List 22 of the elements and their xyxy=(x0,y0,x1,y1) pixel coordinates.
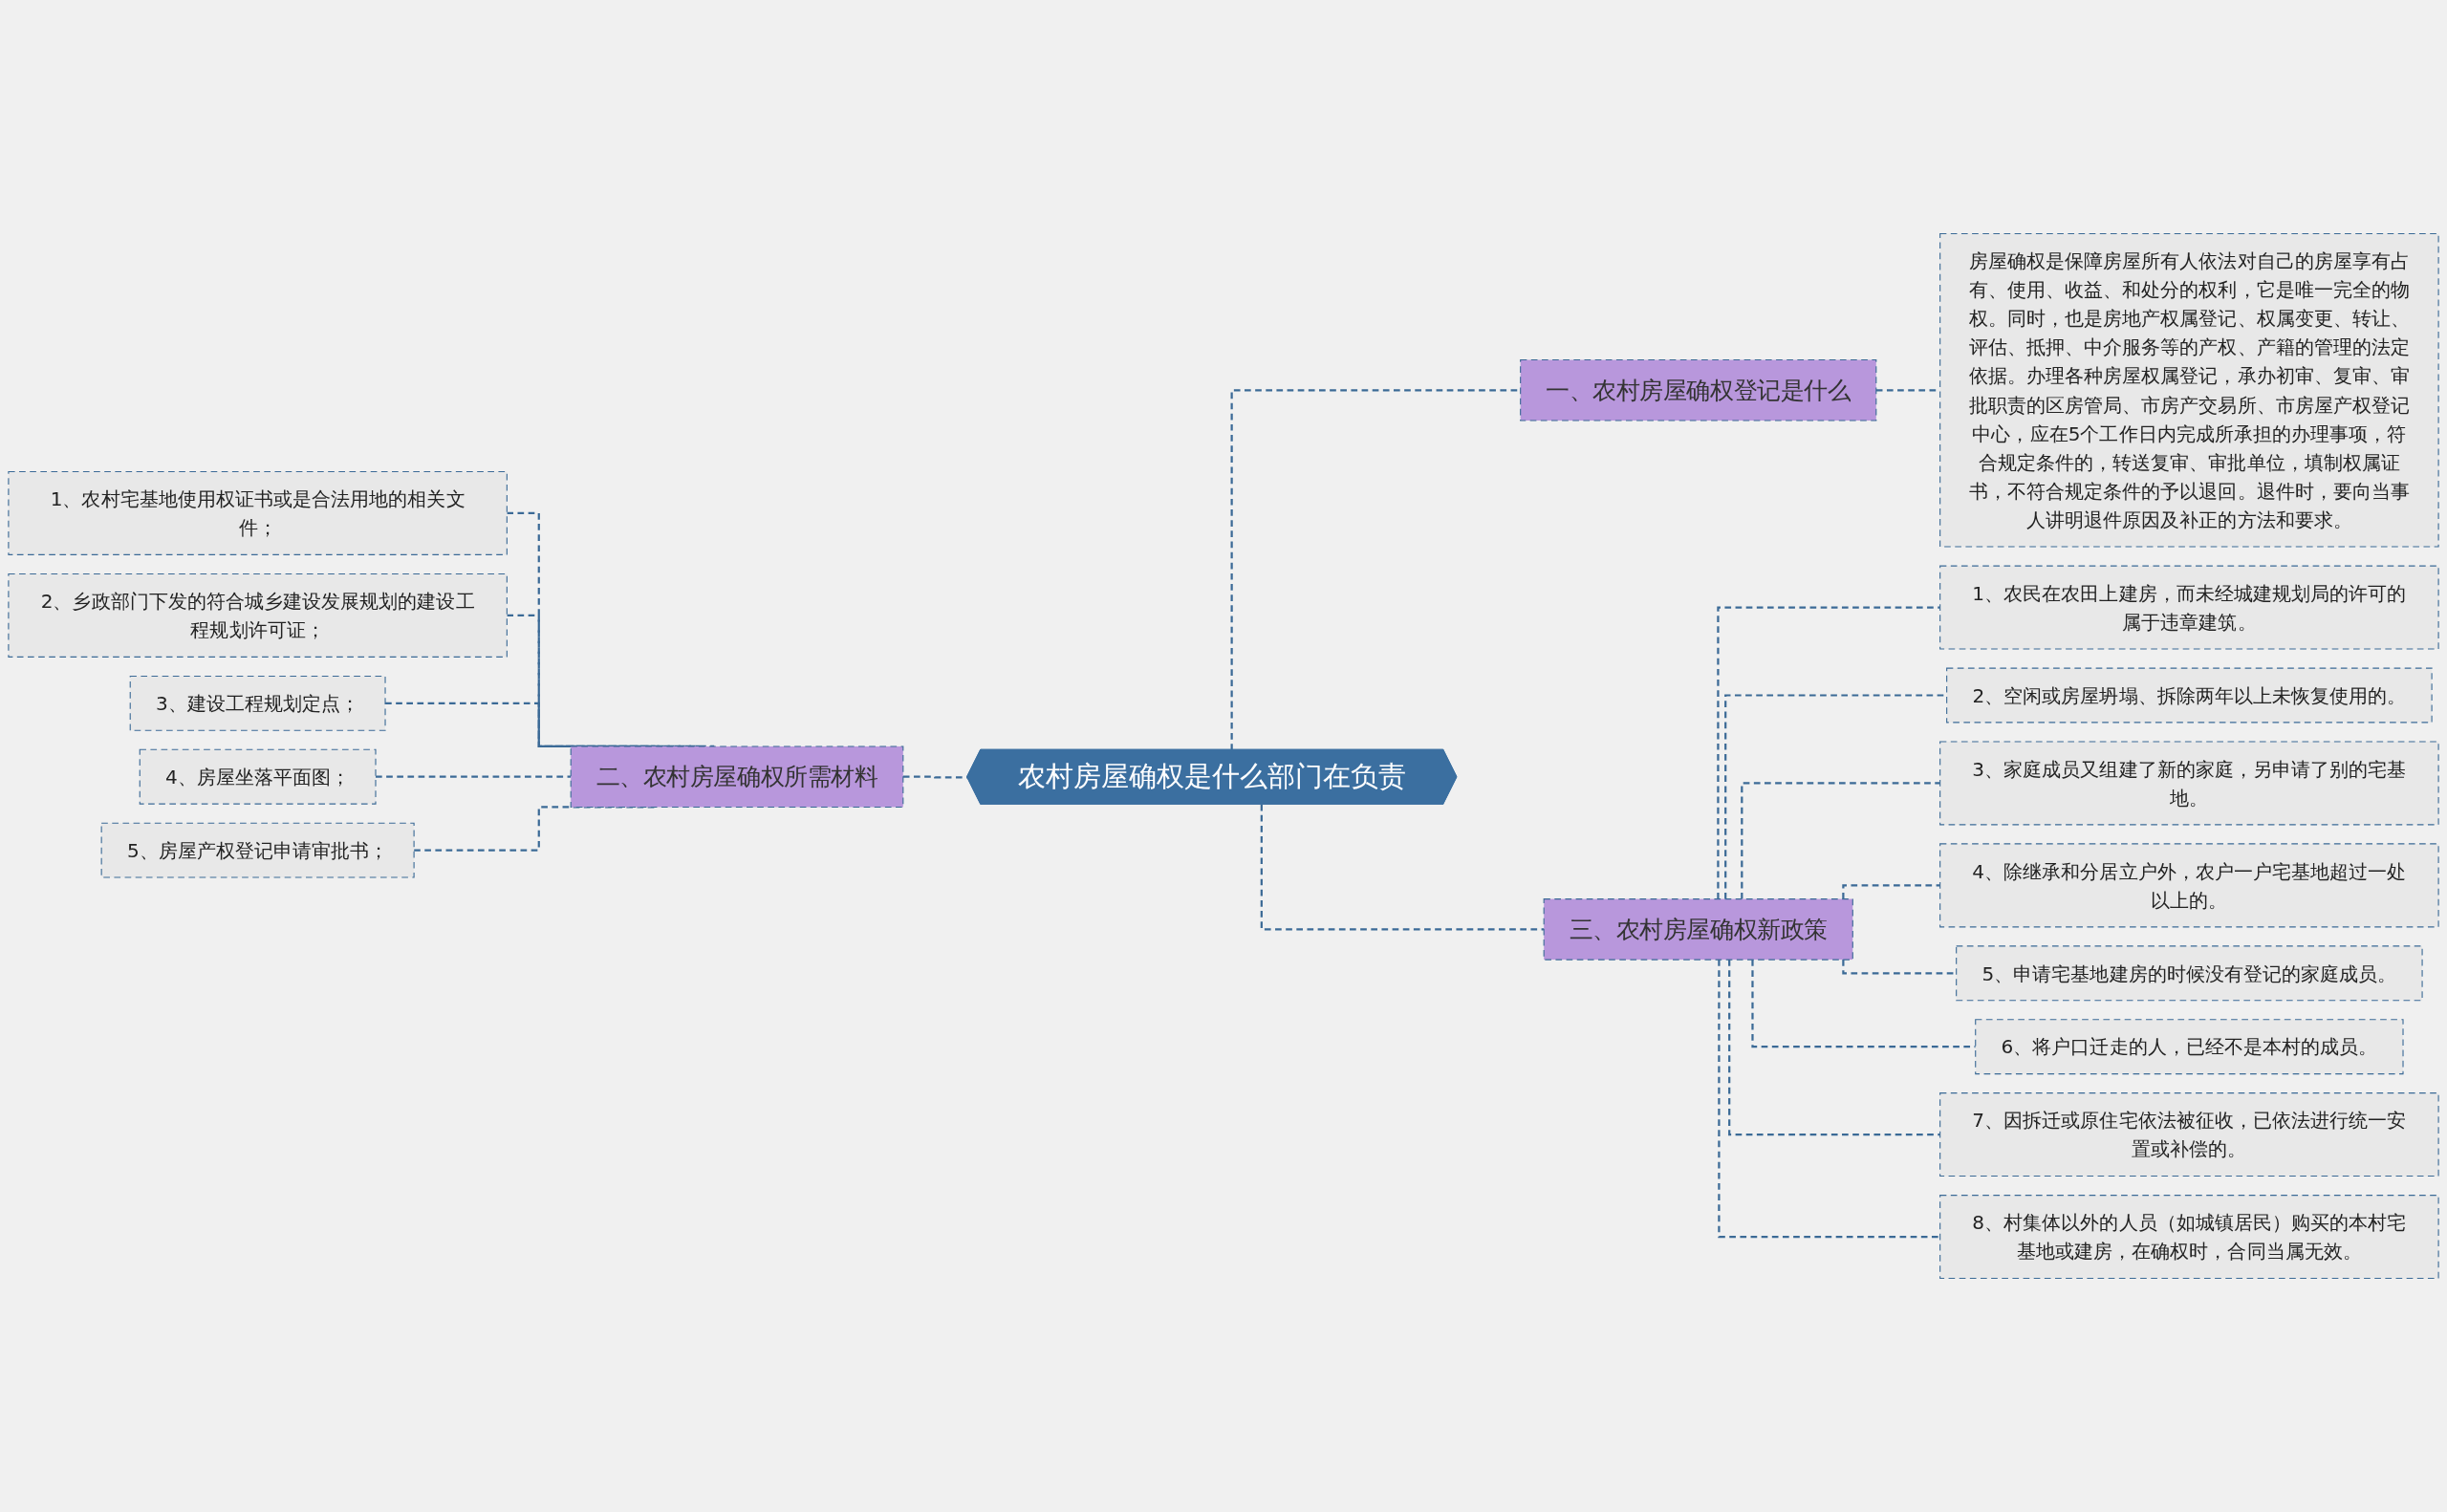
node-box: 5、房屋产权登记申请审批书； xyxy=(100,822,415,878)
node-box: 4、房屋坐落平面图； xyxy=(139,748,377,805)
node-box: 2、空闲或房屋坍塌、拆除两年以上未恢复使用的。 xyxy=(1946,667,2433,724)
node-box: 1、农村宅基地使用权证书或是合法用地的相关文件； xyxy=(8,470,508,555)
connector xyxy=(1718,960,1940,1239)
node-box: 1、农民在农田上建房，而未经城建规划局的许可的属于违章建筑。 xyxy=(1939,565,2439,650)
node-box: 4、除继承和分居立户外，农户一户宅基地超过一处以上的。 xyxy=(1939,843,2439,928)
node-box: 3、家庭成员又组建了新的家庭，另申请了别的宅基地。 xyxy=(1939,741,2439,826)
node-box: 5、申请宅基地建房的时候没有登记的家庭成员。 xyxy=(1956,945,2423,1002)
node-box: 8、村集体以外的人员（如城镇居民）购买的本村宅基地或建房，在确权时，合同当属无效。 xyxy=(1939,1195,2439,1280)
node-box: 2、乡政部门下发的符合城乡建设发展规划的建设工程规划许可证； xyxy=(8,572,508,658)
node-box: 一、农村房屋确权登记是什么 xyxy=(1520,358,1877,421)
node-box: 三、农村房屋确权新政策 xyxy=(1543,898,1853,961)
node-box: 二、农村房屋确权所需材料 xyxy=(570,745,904,809)
node-box: 7、因拆迁或原住宅依法被征收，已依法进行统一安置或补偿的。 xyxy=(1939,1092,2439,1177)
node-box: 房屋确权是保障房屋所有人依法对自己的房屋享有占有、使用、收益、和处分的权利，它是唯一完全的物权。同时，也是房地产权属登记、权属变更、转让、评估、抵押、中介服务等的产权、产籍的管理的法定依据。办理各种房屋权属登记，承办初审、复审、审批职责的区房管局、市房产交易所、市房屋产权登记中心，应在5个工作日内完成所承担的办理事项，符合规定条件的，转送复审、审批单位，填制权属证书，不符合规定条件的予以退回。退件时，要向当事人讲明退件原因及补正的方法和要求。 xyxy=(1939,232,2439,548)
connector xyxy=(1741,782,1940,899)
connector xyxy=(1842,884,1940,899)
connector xyxy=(1717,606,1940,899)
node-box: 3、建设工程规划定点； xyxy=(129,675,386,731)
connector xyxy=(1260,804,1545,931)
node-box: 6、将户口迁走的人，已经不是本村的成员。 xyxy=(1975,1019,2404,1075)
